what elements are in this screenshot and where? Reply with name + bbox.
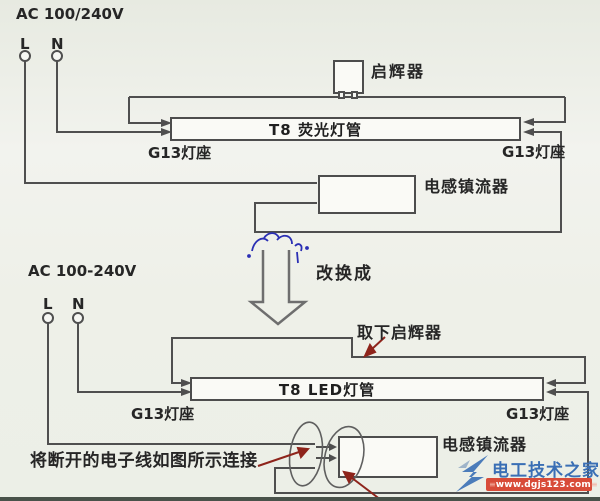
blue-scribble xyxy=(247,232,309,264)
led-tube-label: T8 LED灯管 xyxy=(278,380,376,399)
watermark-url-band: ≡ www.dgjs123.com ≡ xyxy=(486,478,598,491)
terminal-n-label-bottom: N xyxy=(72,295,85,313)
pin-arrow-icon xyxy=(546,388,556,396)
highlight-ellipse-left xyxy=(288,421,324,487)
watermark-logo-icon xyxy=(456,455,488,492)
socket-label-top-left: G13灯座 xyxy=(148,144,212,162)
connect-pointer-right xyxy=(351,477,382,501)
ballast-box-top xyxy=(318,175,416,214)
ballast-loop-top xyxy=(254,131,562,233)
fluorescent-tube: T8 荧光灯管 xyxy=(170,117,521,141)
terminal-n-circle-top xyxy=(51,50,63,62)
watermark-site-url: www.dgjs123.com xyxy=(495,479,591,490)
ballast-label-bottom: 电感镇流器 xyxy=(442,435,528,454)
starter-pin xyxy=(351,91,358,99)
transition-label: 改换成 xyxy=(316,264,373,284)
pin-arrow-icon xyxy=(181,388,192,396)
socket-label-top-right: G13灯座 xyxy=(502,143,566,161)
pin-arrow-icon xyxy=(523,118,534,126)
band-tick-icon: ≡ xyxy=(590,479,598,489)
remove-starter-label: 取下启辉器 xyxy=(357,323,443,342)
pin-arrow-icon xyxy=(329,454,337,462)
band-tick-icon: ≡ xyxy=(489,479,496,489)
starter-label: 启辉器 xyxy=(371,62,426,81)
terminal-l-circle-bottom xyxy=(42,312,54,324)
ac-power-label-top: AC 100/240V xyxy=(16,5,124,23)
annotation-arrows xyxy=(257,336,386,501)
red-arrow-icon xyxy=(296,446,311,459)
fluorescent-tube-label: T8 荧光灯管 xyxy=(269,120,362,139)
socket-label-bottom-left: G13灯座 xyxy=(131,405,195,423)
pin-arrow-icon xyxy=(523,128,534,136)
pin-arrow-icon xyxy=(546,379,556,387)
bottom-pin-arrowheads xyxy=(181,379,556,462)
remove-starter-pointer xyxy=(371,336,386,350)
down-arrow-icon xyxy=(247,250,309,326)
top-circuit-wires xyxy=(19,50,566,233)
top-pin-arrowheads xyxy=(161,118,534,136)
pin-arrow-icon xyxy=(161,119,172,127)
pin-arrow-icon xyxy=(329,443,337,451)
watermark-site-name: 电工技术之家 xyxy=(492,461,600,481)
red-arrow-icon xyxy=(363,343,377,358)
ac-power-label-bottom: AC 100-240V xyxy=(28,262,137,280)
terminal-n-label-top: N xyxy=(51,35,64,53)
terminal-n-circle-bottom xyxy=(72,312,84,324)
bottom-border-strip xyxy=(0,497,600,501)
live-wire-bottom xyxy=(47,323,315,445)
terminal-l-label-bottom: L xyxy=(43,295,53,313)
pin-arrow-icon xyxy=(181,379,192,387)
starter-box xyxy=(333,60,364,94)
right-starter-leg xyxy=(532,97,566,123)
red-arrow-icon xyxy=(342,470,356,485)
left-starter-leg xyxy=(128,97,161,124)
highlight-ellipse-right xyxy=(323,425,365,489)
ballast-loop-bottom xyxy=(274,391,589,494)
ballast-label-top: 电感镇流器 xyxy=(424,177,510,196)
connect-pointer-left xyxy=(257,451,300,467)
neutral-wire-bottom xyxy=(77,323,181,393)
terminal-l-label-top: L xyxy=(20,35,30,53)
live-wire-top xyxy=(24,61,317,184)
ballast-box-bottom xyxy=(338,436,438,478)
socket-label-bottom-right: G13灯座 xyxy=(506,405,570,423)
connect-instruction-label: 将断开的电子线如图所示连接 xyxy=(30,451,258,471)
led-tube: T8 LED灯管 xyxy=(190,377,544,401)
starter-removed-loop xyxy=(171,337,586,384)
pin-arrow-icon xyxy=(161,128,172,136)
terminal-l-circle-top xyxy=(19,50,31,62)
neutral-wire-top xyxy=(56,61,161,133)
starter-pin xyxy=(338,91,345,99)
